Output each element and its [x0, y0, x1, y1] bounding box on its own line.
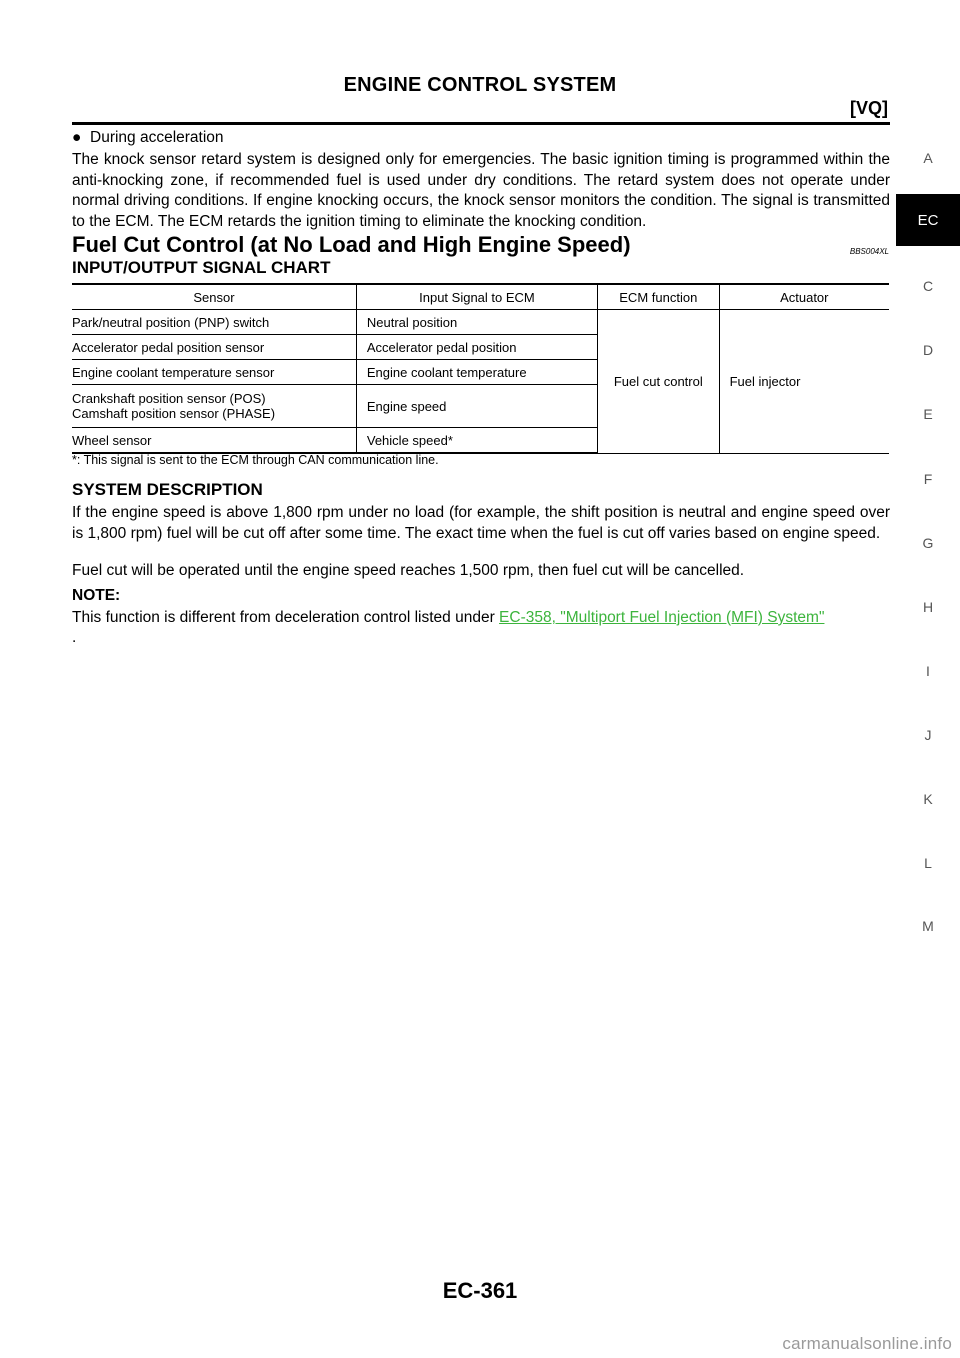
note-text: This function is different from decelera…: [72, 609, 500, 626]
table-row: Engine coolant temperature sensor Engine…: [72, 359, 889, 385]
sensor-cell: Wheel sensor: [72, 427, 357, 454]
side-index-d[interactable]: D: [922, 342, 934, 358]
actuator-cell: Fuel injector: [718, 309, 889, 454]
sensor-line: Camshaft position sensor (PHASE): [72, 406, 276, 421]
signal-cell: Engine coolant temperature: [355, 359, 598, 385]
table-row: Crankshaft position sensor (POS) Camshaf…: [72, 384, 889, 428]
page-header-title: ENGINE CONTROL SYSTEM: [343, 74, 617, 96]
sensor-cell: Crankshaft position sensor (POS) Camshaf…: [72, 384, 357, 428]
sensor-line: Crankshaft position sensor (POS): [72, 391, 266, 406]
sensor-cell: Engine coolant temperature sensor: [72, 359, 357, 385]
note-paragraph: This function is different from decelera…: [72, 608, 890, 648]
signal-cell: Vehicle speed*: [355, 427, 598, 454]
side-index-m[interactable]: M: [922, 918, 934, 934]
signal-text: Engine speed: [366, 398, 447, 414]
side-index-ec-active[interactable]: EC: [896, 194, 960, 246]
side-index-f[interactable]: F: [923, 471, 933, 487]
col-header-actuator: Actuator: [718, 283, 889, 310]
table-header-row: Sensor Input Signal to ECM ECM function …: [72, 283, 889, 310]
knock-retard-paragraph: The knock sensor retard system is design…: [72, 151, 890, 230]
page-header-subtitle: [VQ]: [850, 98, 888, 118]
side-index-a[interactable]: A: [923, 150, 933, 166]
mfi-system-link[interactable]: EC-358, "Multiport Fuel Injection (MFI) …: [499, 609, 825, 626]
table-row: Park/neutral position (PNP) switch Neutr…: [72, 309, 889, 454]
io-chart-title: INPUT/OUTPUT SIGNAL CHART: [72, 258, 331, 277]
col-header-sensor: Sensor: [72, 283, 357, 310]
signal-text: Engine coolant temperature: [366, 364, 527, 380]
signal-cell: Engine speed: [355, 384, 598, 428]
table-footnote: *: This signal is sent to the ECM throug…: [72, 453, 439, 467]
table-row: Accelerator pedal position sensor Accele…: [72, 334, 889, 360]
bullet-item: ● During acceleration: [72, 128, 890, 148]
table-row: Wheel sensor Vehicle speed*: [72, 427, 889, 454]
sensor-cell: Accelerator pedal position sensor: [72, 334, 357, 360]
io-signal-table: Sensor Input Signal to ECM ECM function …: [72, 283, 889, 454]
side-index-e[interactable]: E: [923, 406, 933, 422]
section-title: Fuel Cut Control (at No Load and High En…: [72, 232, 631, 257]
note-end: .: [72, 629, 77, 646]
signal-text: Neutral position: [366, 314, 458, 330]
system-description-title: SYSTEM DESCRIPTION: [72, 480, 263, 499]
side-index-k[interactable]: K: [923, 791, 933, 807]
signal-text: Vehicle speed*: [366, 432, 453, 448]
sensor-cell: Park/neutral position (PNP) switch: [72, 309, 357, 335]
system-description-paragraph: If the engine speed is above 1,800 rpm u…: [72, 504, 890, 542]
side-index-j[interactable]: J: [924, 727, 932, 743]
signal-cell: Accelerator pedal position: [355, 334, 598, 360]
watermark: carmanualsonline.info: [782, 1334, 952, 1353]
side-index-g[interactable]: G: [922, 535, 934, 551]
signal-cell: Neutral position: [355, 309, 598, 335]
header-rule: [72, 122, 890, 125]
side-index-h[interactable]: H: [922, 599, 934, 615]
bullet-dot-icon: ●: [72, 129, 82, 146]
side-index-c[interactable]: C: [922, 278, 934, 294]
note-label: NOTE:: [72, 587, 121, 604]
page-number: EC-361: [442, 1278, 518, 1303]
side-index-i[interactable]: I: [926, 663, 930, 679]
section-code: BBS004XL: [849, 247, 889, 256]
signal-text: Accelerator pedal position: [366, 339, 517, 355]
col-header-ecm-function: ECM function: [597, 283, 720, 310]
fuel-cut-cancel-paragraph: Fuel cut will be operated until the engi…: [72, 562, 745, 579]
ecm-function-cell: Fuel cut control: [597, 309, 720, 454]
col-header-input-signal: Input Signal to ECM: [355, 283, 598, 310]
bullet-text: During acceleration: [90, 129, 224, 146]
side-index-l[interactable]: L: [924, 855, 932, 871]
